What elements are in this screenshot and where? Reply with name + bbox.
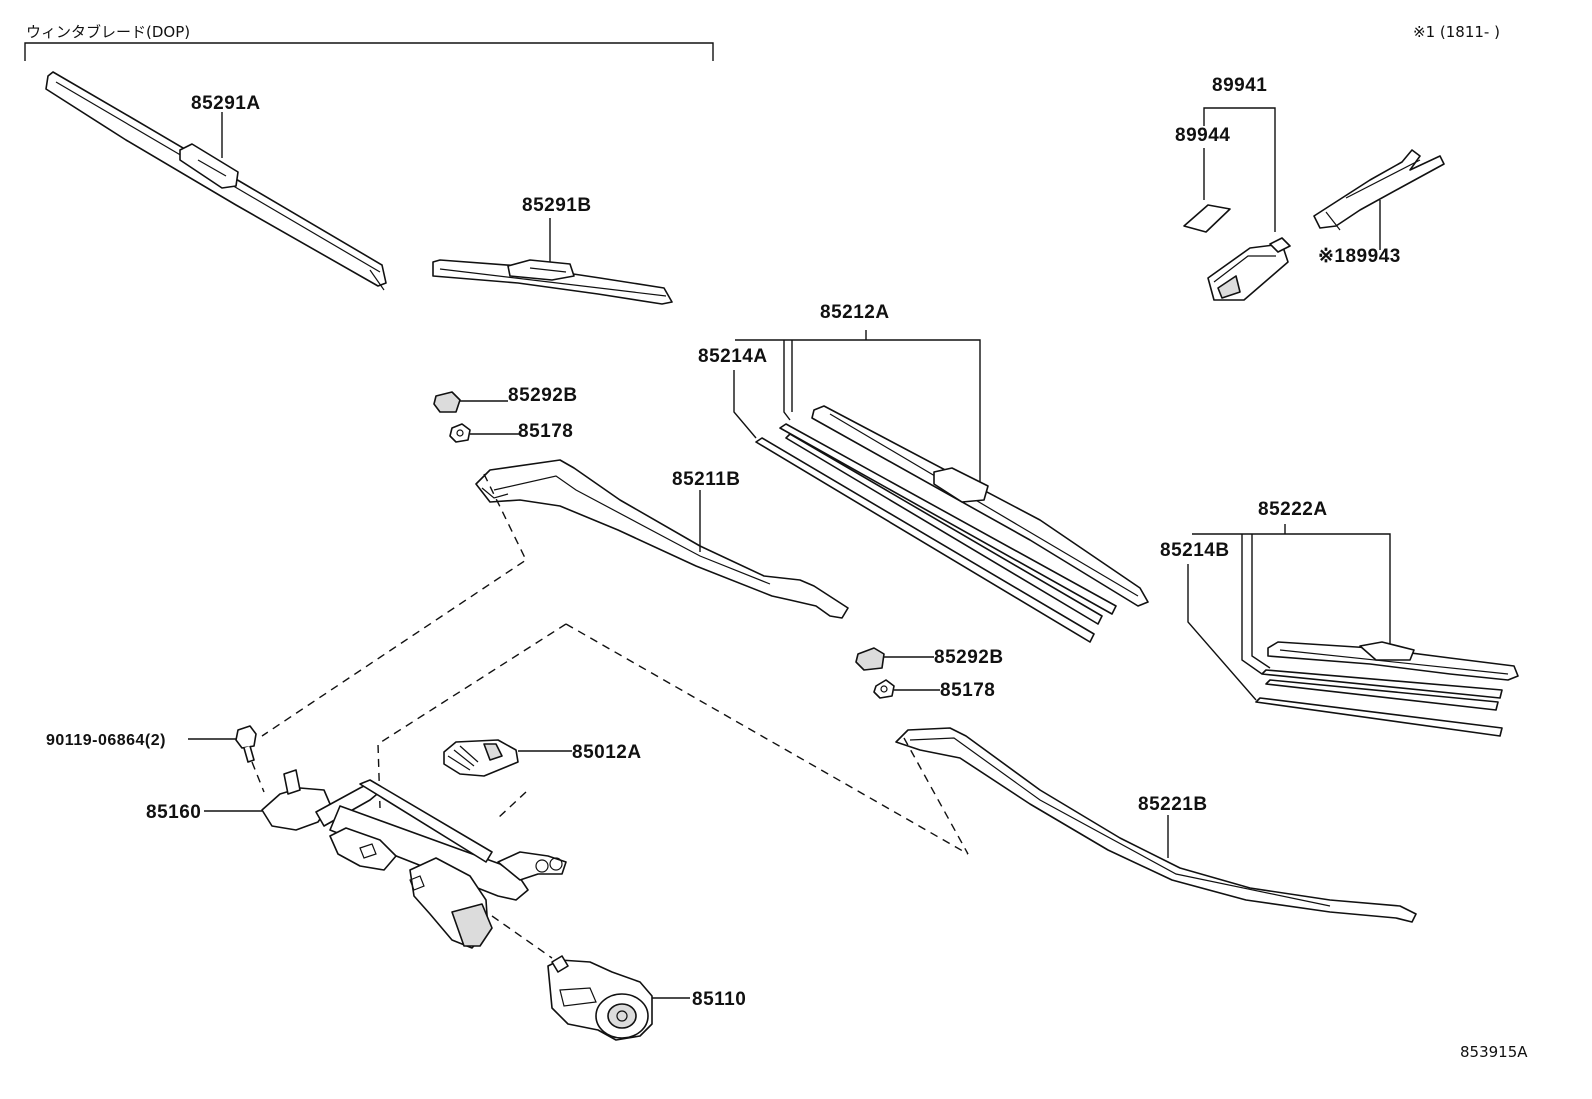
part-label-85110[interactable]: 85110 [692, 989, 746, 1010]
nut-85178-2[interactable] [873, 679, 895, 699]
passenger-blade-rubber[interactable] [1255, 669, 1503, 737]
part-label-85214A[interactable]: 85214A [698, 346, 768, 367]
refill-clip-tool[interactable] [1313, 149, 1445, 231]
bolt-90119[interactable] [235, 725, 257, 763]
winter-blade-long[interactable] [45, 71, 387, 291]
part-label-85291A[interactable]: 85291A [191, 93, 261, 114]
part-label-85160[interactable]: 85160 [146, 802, 201, 823]
diagram-code: 853915A [1460, 1043, 1528, 1061]
wiper-arm-driver[interactable] [475, 459, 849, 619]
wiper-link-85160[interactable] [261, 769, 567, 949]
part-label-89941[interactable]: 89941 [1212, 75, 1267, 96]
leader-85222A-top [1192, 533, 1391, 648]
leader-85214A [733, 370, 757, 439]
dop-group-bracket [24, 42, 714, 61]
dop-group-label: ウィンタブレード(DOP) [26, 23, 190, 41]
passenger-blade-assembly[interactable] [1267, 641, 1519, 681]
nut-85178-1[interactable] [449, 423, 471, 443]
dash-link-region [377, 623, 567, 809]
part-label-85211B[interactable]: 85211B [672, 469, 741, 490]
leader-85222A-left [1241, 534, 1263, 675]
cap-85292B-1[interactable] [433, 391, 461, 413]
cap-85292B-2[interactable] [855, 647, 885, 671]
part-label-85214B[interactable]: 85214B [1160, 540, 1230, 561]
production-note: ※1 (1811- ) [1413, 23, 1500, 41]
part-label-85292B-2[interactable]: 85292B [934, 647, 1004, 668]
driver-blade-rubber[interactable] [755, 423, 1117, 643]
part-label-85291B[interactable]: 85291B [522, 195, 592, 216]
wiper-arm-passenger[interactable] [895, 727, 1417, 923]
driver-blade-assembly[interactable] [811, 405, 1149, 607]
part-label-89944[interactable]: 89944 [1175, 125, 1230, 146]
link-cover-85012A[interactable] [443, 739, 519, 777]
refill-pad[interactable] [1183, 204, 1231, 233]
part-label-89943[interactable]: ※189943 [1318, 246, 1401, 267]
dash-bolt-to-link [251, 761, 265, 793]
dash-arm-to-link-driver [261, 473, 527, 737]
part-label-85178-2[interactable]: 85178 [940, 680, 995, 701]
refill-container[interactable] [1207, 237, 1291, 301]
part-label-90119[interactable]: 90119-06864(2) [46, 732, 166, 749]
leader-85222A-left2 [1251, 534, 1271, 669]
part-label-85212A[interactable]: 85212A [820, 302, 890, 323]
winter-blade-short[interactable] [432, 259, 673, 305]
dash-cover-to-link [497, 791, 527, 819]
wiper-motor-85110[interactable] [547, 955, 653, 1041]
dash-link-to-motor [491, 915, 553, 959]
leader-89941 [1203, 107, 1276, 232]
part-label-85292B-1[interactable]: 85292B [508, 385, 578, 406]
leader-85214B [1187, 564, 1257, 701]
leader-85212A-top [735, 339, 981, 485]
part-label-85222A[interactable]: 85222A [1258, 499, 1328, 520]
part-label-85012A[interactable]: 85012A [572, 742, 642, 763]
part-label-85221B[interactable]: 85221B [1138, 794, 1208, 815]
dash-link-to-passenger [565, 623, 969, 855]
part-label-85178-1[interactable]: 85178 [518, 421, 573, 442]
leader-85212A-left [783, 340, 791, 421]
